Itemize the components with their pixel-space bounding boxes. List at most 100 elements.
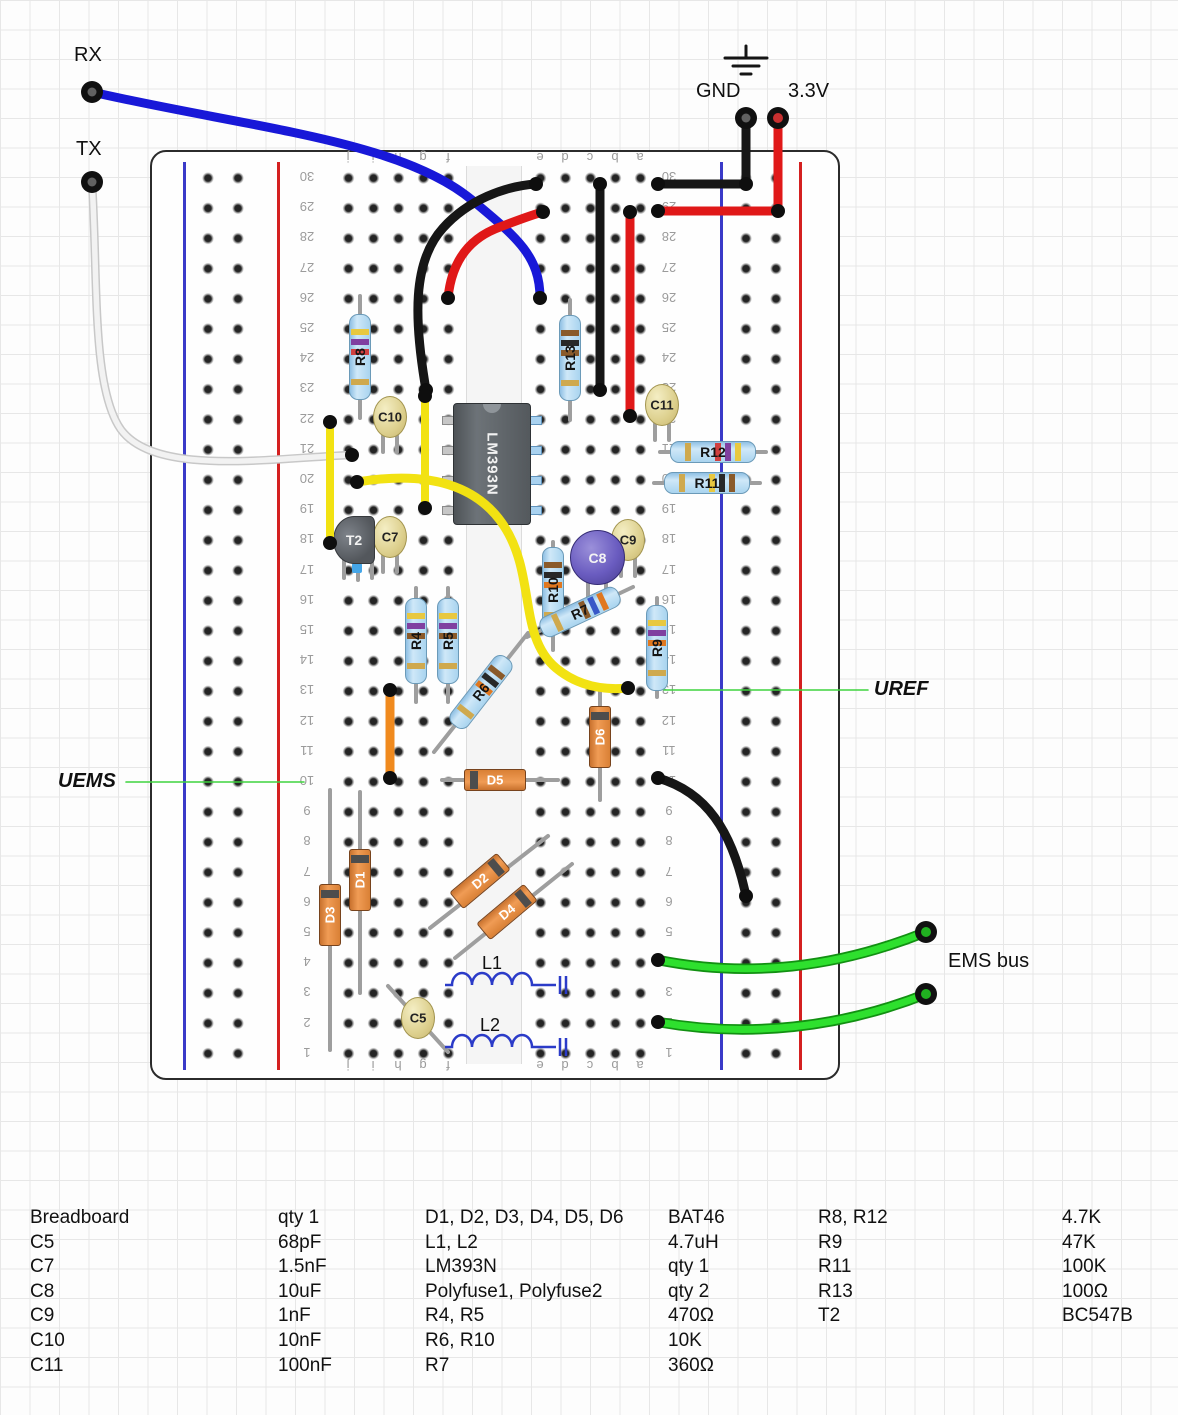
parts-cell: 100K	[1062, 1256, 1107, 1278]
row-number: 26	[299, 289, 315, 305]
column-letter: a	[636, 1058, 644, 1073]
row-number: 17	[299, 561, 315, 577]
row-number: 1	[303, 1044, 311, 1060]
row-number: 4	[665, 954, 673, 970]
resistor-r13: R13	[559, 315, 581, 401]
parts-cell: BC547B	[1062, 1305, 1133, 1327]
transistor-label: T2	[345, 532, 363, 548]
diode-label: D4	[495, 900, 519, 924]
parts-cell: 1.5nF	[278, 1256, 327, 1278]
row-number: 11	[662, 742, 676, 758]
row-number: 30	[299, 169, 315, 184]
resistor-r8: R8	[349, 314, 371, 400]
row-number: 29	[299, 199, 315, 215]
row-number: 9	[303, 803, 311, 819]
parts-cell: C11	[30, 1354, 64, 1376]
parts-cell: Polyfuse1, Polyfuse2	[425, 1280, 603, 1302]
row-number: 28	[661, 229, 677, 245]
column-letter: j	[346, 150, 350, 165]
resistor-label: R4	[408, 632, 424, 650]
resistor-r4: R4	[405, 598, 427, 684]
row-number: 1	[665, 1044, 673, 1060]
column-letter: d	[561, 150, 569, 165]
resistor-label: R13	[562, 345, 578, 371]
rail-line-red-left	[277, 162, 280, 1070]
parts-cell: 100Ω	[1062, 1280, 1108, 1302]
parts-cell: C8	[30, 1280, 55, 1302]
row-number: 2	[665, 1014, 673, 1030]
row-number: 2	[303, 1014, 311, 1030]
diode-label: D2	[468, 869, 492, 893]
ic-pin	[530, 416, 542, 425]
resistor-label: R12	[700, 444, 726, 460]
row-number: 3	[303, 984, 311, 1000]
row-number: 6	[665, 893, 673, 909]
rx-label: RX	[74, 44, 102, 66]
parts-cell: 47K	[1062, 1231, 1096, 1253]
row-number: 27	[661, 259, 677, 275]
pin-pad	[352, 563, 362, 573]
parts-cell: R4, R5	[425, 1305, 485, 1327]
column-letter: a	[636, 150, 644, 165]
parts-cell: R8, R12	[818, 1207, 888, 1228]
column-letter: h	[394, 150, 402, 165]
row-number: 5	[665, 924, 673, 939]
column-letter: g	[419, 1058, 427, 1073]
capacitor-label: C7	[381, 529, 399, 545]
parts-cell: qty 1	[668, 1256, 710, 1278]
parts-cell: C5	[30, 1231, 55, 1253]
parts-cell: 10K	[668, 1329, 702, 1351]
row-number: 13	[299, 682, 315, 698]
column-letter: i	[371, 150, 375, 165]
parts-cell	[818, 1330, 1062, 1355]
resistor-r12: R12	[670, 441, 756, 463]
row-number: 10	[299, 773, 315, 788]
resistor-r11: R11	[664, 472, 750, 494]
parts-cell: 4.7K	[1062, 1207, 1102, 1228]
3v3-label: 3.3V	[788, 80, 830, 102]
row-number: 26	[661, 289, 677, 305]
row-number: 11	[300, 742, 314, 758]
rail-line-blue-right	[720, 162, 723, 1070]
row-number: 16	[299, 591, 315, 607]
parts-cell: L1, L2	[425, 1231, 478, 1253]
parts-cell: C7	[30, 1256, 55, 1278]
column-letter: g	[419, 150, 427, 165]
resistor-label: R9	[649, 639, 665, 657]
row-number: 7	[665, 863, 673, 879]
row-number: 28	[299, 229, 315, 245]
parts-cell: Breadboard	[30, 1207, 130, 1228]
parts-cell	[1062, 1330, 1174, 1355]
ic-pin	[530, 506, 542, 515]
column-letter: i	[371, 1058, 375, 1073]
parts-cell: 470Ω	[668, 1305, 714, 1327]
ic-notch	[483, 404, 501, 413]
column-letter: c	[586, 150, 594, 165]
capacitor-label: C5	[409, 1010, 427, 1026]
capacitor-c10: C10	[373, 396, 407, 438]
parts-cell: R7	[425, 1354, 450, 1376]
parts-cell: qty 2	[668, 1280, 710, 1302]
row-number: 21	[299, 440, 315, 456]
capacitor-c7: C7	[373, 516, 407, 558]
parts-cell: 10nF	[278, 1329, 322, 1351]
row-number: 4	[303, 954, 311, 970]
row-number: 25	[299, 320, 315, 335]
uref-label: UREF	[874, 678, 929, 700]
row-number: 19	[299, 501, 315, 517]
row-number: 8	[665, 833, 673, 849]
column-letter: f	[446, 1058, 450, 1073]
parts-cell: 4.7uH	[668, 1231, 719, 1253]
inductor-l2-label: L2	[480, 1015, 501, 1035]
parts-cell: C9	[30, 1305, 55, 1327]
breadboard-holes-rail-right	[731, 163, 791, 1069]
capacitor-c11: C11	[645, 384, 679, 426]
transistor-t2: T2	[333, 516, 375, 564]
resistor-label: R10	[545, 577, 561, 603]
parts-cell: C10	[30, 1329, 65, 1351]
row-number: 29	[661, 199, 677, 215]
column-letter: f	[446, 150, 450, 165]
row-number: 24	[661, 350, 677, 366]
parts-cell: 100nF	[278, 1354, 332, 1376]
